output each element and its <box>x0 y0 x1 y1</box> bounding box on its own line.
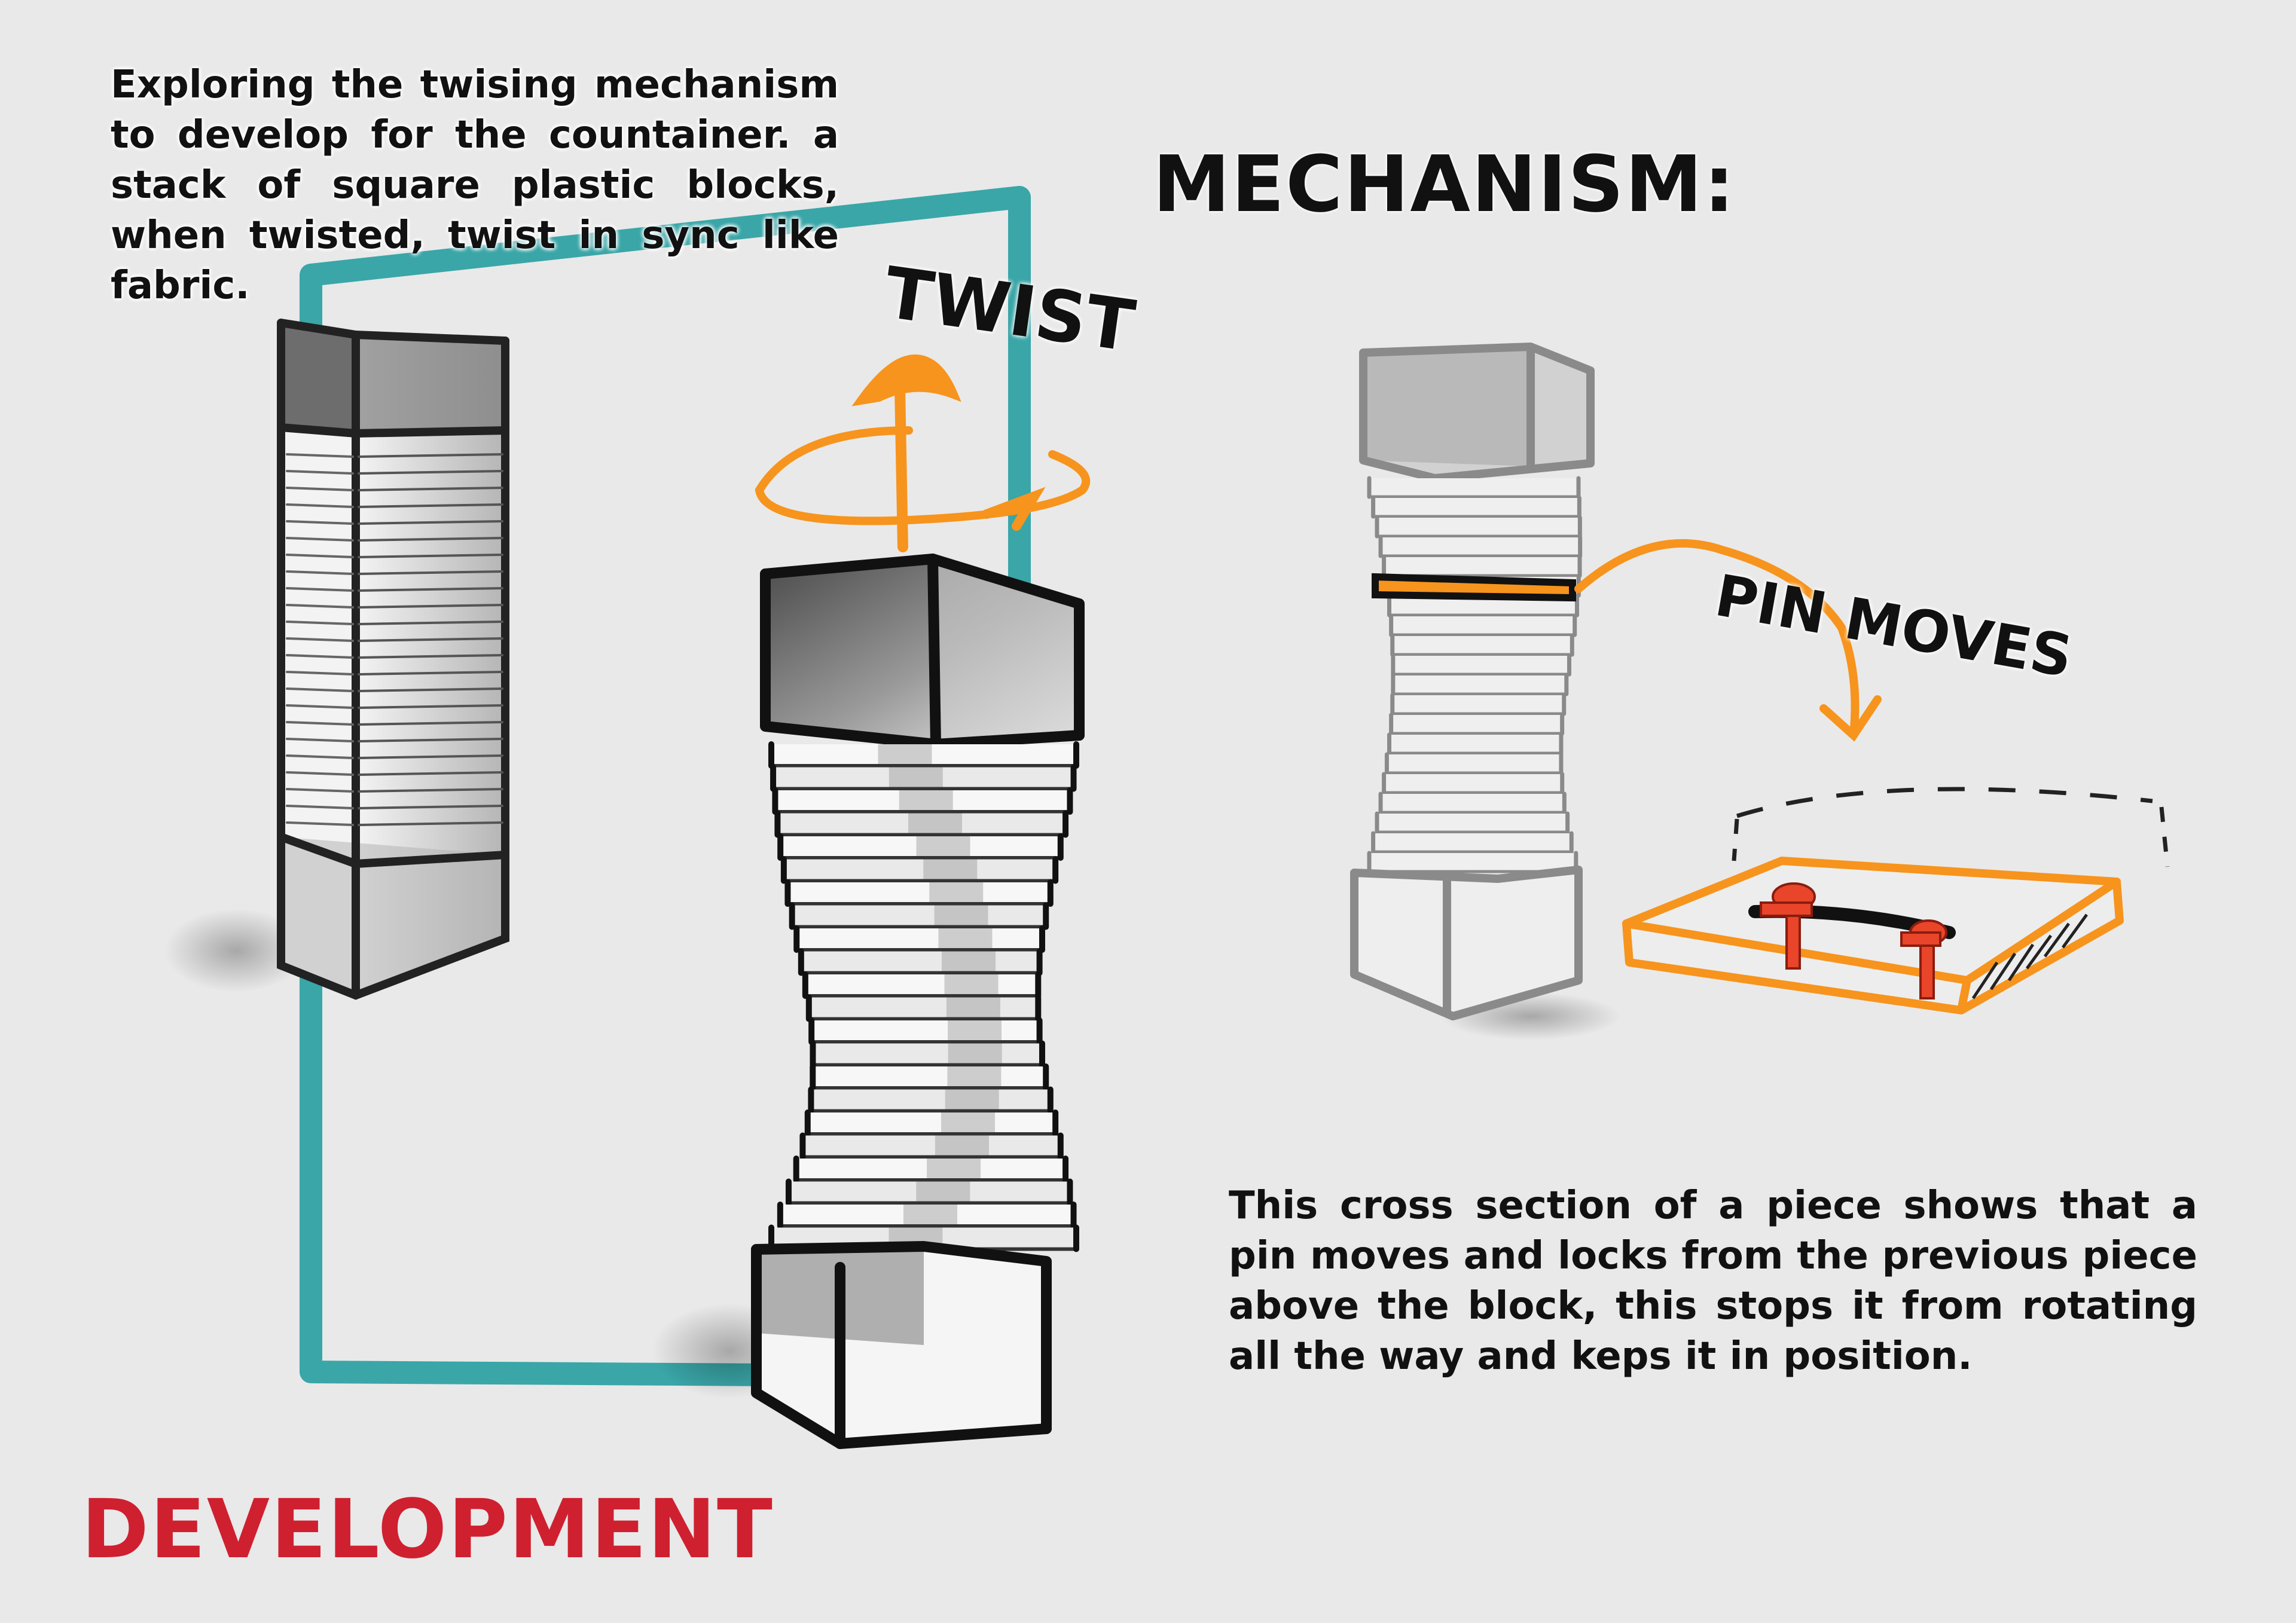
mechanism-block-stack <box>1350 343 1595 1020</box>
intro-paragraph: Exploring the twising mechanism to devel… <box>111 63 839 308</box>
cross-section-piece <box>1622 787 2170 1014</box>
development-title: DEVELOPMENT <box>81 1483 774 1577</box>
straight-block-stack <box>277 319 509 1000</box>
mechanism-heading: MECHANISM: <box>1153 139 1736 230</box>
cross-section-description: This cross section of a piece shows that… <box>1229 1184 2197 1379</box>
twist-arrows <box>755 354 1091 552</box>
pin-moves-arrow <box>1574 539 1882 742</box>
left-tower-shadow <box>164 909 308 992</box>
twisted-block-stack <box>751 554 1085 1449</box>
